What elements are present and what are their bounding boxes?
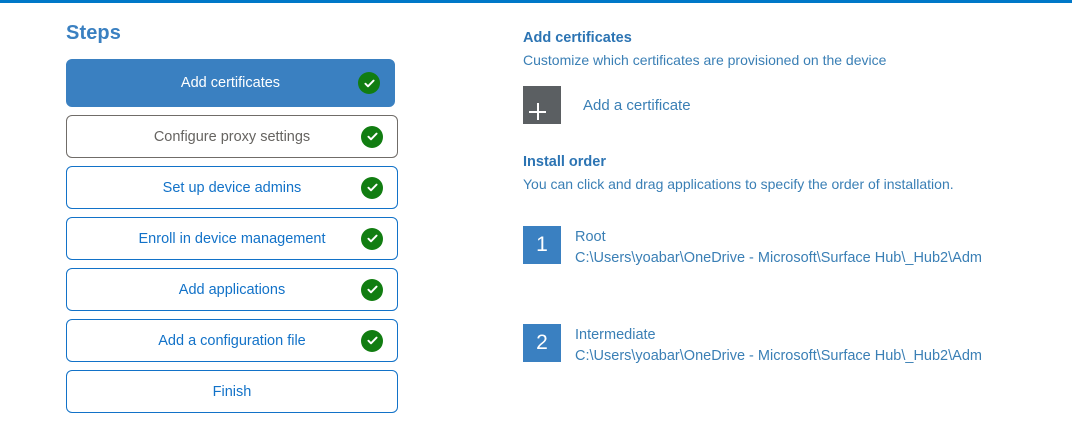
check-circle-icon (361, 278, 383, 301)
order-item-path: C:\Users\yoabar\OneDrive - Microsoft\Sur… (575, 250, 982, 267)
order-number-badge: 1 (523, 226, 561, 264)
install-order-list: 1 Root C:\Users\yoabar\OneDrive - Micros… (523, 226, 1072, 367)
check-circle-icon (361, 176, 383, 199)
install-order-section: Install order You can click and drag app… (523, 154, 1072, 367)
detail-panel: Add certificates Customize which certifi… (523, 30, 1072, 423)
order-number-badge: 2 (523, 324, 561, 363)
sidebar-item-enroll-in-device-management[interactable]: Enroll in device management (66, 217, 398, 260)
add-certificate-label: Add a certificate (583, 96, 691, 114)
order-item-text: Intermediate C:\Users\yoabar\OneDrive - … (575, 324, 982, 366)
list-item[interactable]: 1 Root C:\Users\yoabar\OneDrive - Micros… (523, 226, 1072, 268)
sidebar-item-finish[interactable]: Finish (66, 370, 398, 413)
sidebar-item-add-a-configuration-file[interactable]: Add a configuration file (66, 319, 398, 362)
sidebar-item-configure-proxy-settings[interactable]: Configure proxy settings (66, 115, 398, 158)
sidebar-item-set-up-device-admins[interactable]: Set up device admins (66, 166, 398, 209)
steps-panel: Steps Add certificates Configure proxy s… (66, 22, 398, 421)
install-order-subtitle: You can click and drag applications to s… (523, 176, 954, 192)
step-label: Finish (212, 383, 252, 400)
top-accent-bar (0, 0, 1072, 3)
step-label: Add applications (178, 281, 286, 298)
order-item-name: Intermediate (575, 327, 656, 344)
sidebar-item-add-applications[interactable]: Add applications (66, 268, 398, 311)
order-item-name: Root (575, 229, 606, 245)
order-item-path: C:\Users\yoabar\OneDrive - Microsoft\Sur… (575, 348, 982, 365)
check-circle-icon (361, 329, 383, 352)
steps-title: Steps (66, 22, 121, 44)
step-label: Configure proxy settings (153, 128, 311, 145)
check-circle-icon (361, 125, 383, 148)
install-order-title: Install order (523, 154, 606, 170)
add-certificate-button[interactable]: Add a certificate (523, 86, 691, 124)
check-circle-icon (361, 227, 383, 250)
order-item-text: Root C:\Users\yoabar\OneDrive - Microsof… (575, 226, 982, 268)
check-circle-icon (358, 72, 380, 94)
page-title: Add certificates (523, 30, 632, 46)
sidebar-item-add-certificates[interactable]: Add certificates (66, 59, 395, 107)
page-subtitle: Customize which certificates are provisi… (523, 52, 887, 68)
step-label: Set up device admins (162, 179, 302, 196)
plus-icon (523, 86, 561, 124)
step-label: Add certificates (180, 75, 281, 91)
step-label: Enroll in device management (138, 230, 326, 247)
step-label: Add a configuration file (158, 332, 306, 349)
list-item[interactable]: 2 Intermediate C:\Users\yoabar\OneDrive … (523, 324, 1072, 366)
